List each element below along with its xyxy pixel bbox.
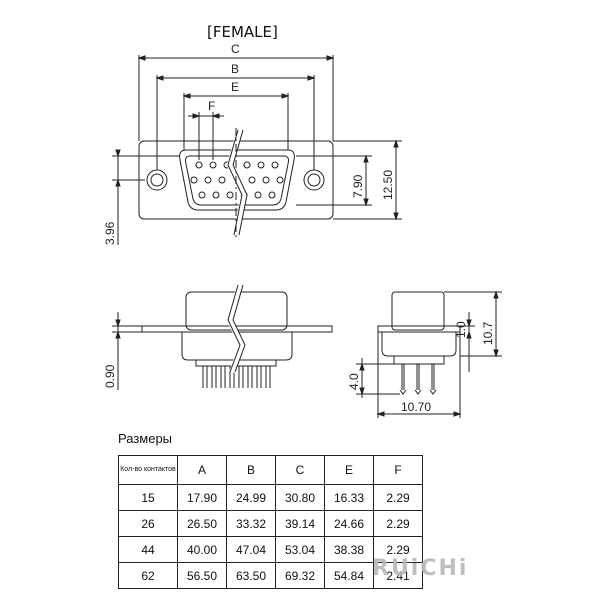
cell: 2.29	[373, 536, 423, 563]
cell: 38.38	[324, 536, 374, 563]
dim-B: B	[231, 62, 239, 76]
cell: 39.14	[275, 510, 325, 537]
break-line	[227, 129, 243, 236]
dim-C: C	[231, 42, 240, 56]
side-pins	[202, 366, 271, 388]
cell: 2.29	[373, 510, 423, 537]
dim-10: 1.0	[454, 321, 468, 338]
cell: 15	[118, 484, 178, 511]
dim-F: F	[208, 99, 215, 113]
cell: 54.84	[324, 562, 374, 589]
cell: 63.50	[226, 562, 276, 589]
front-height-dimensions: 7.90 12.50	[296, 139, 402, 221]
connector-drawing: [FEMALE] C	[103, 23, 502, 418]
mount-hole-right	[303, 169, 325, 191]
cell: 33.32	[226, 510, 276, 537]
cell: 16.33	[324, 484, 374, 511]
watermark-logo: RUiCHi	[372, 556, 469, 581]
end-pins	[399, 364, 437, 395]
cell: 2.41	[373, 562, 423, 589]
cell: 17.90	[177, 484, 227, 511]
cell: 30.80	[275, 484, 325, 511]
table-title: Размеры	[118, 431, 173, 446]
front-view	[138, 128, 334, 238]
end-view: 1.0 10.7 4.0 10.70	[347, 290, 502, 418]
cell: 69.32	[275, 562, 325, 589]
header-contacts: Кол-во контактов	[118, 455, 178, 485]
dim-396: 3.96	[103, 221, 117, 245]
header-E: E	[324, 455, 374, 485]
dim-396-group: 3.96	[103, 149, 180, 245]
dim-E: E	[231, 80, 239, 94]
header-C: C	[275, 455, 325, 485]
cell: 26.50	[177, 510, 227, 537]
dim-1250: 12.50	[381, 170, 395, 200]
cell: 62	[118, 562, 178, 589]
cell: 44	[118, 536, 178, 563]
cell: 24.66	[324, 510, 374, 537]
top-dimensions: C B E F	[137, 42, 335, 170]
drawing-title: [FEMALE]	[207, 23, 278, 41]
cell: 47.04	[226, 536, 276, 563]
table-row: 62 56.50 63.50 69.32 54.84 2.41	[118, 562, 423, 589]
dim-1070: 10.70	[401, 400, 431, 414]
dim-090: 0.90	[103, 364, 117, 388]
table-header-row: Кол-во контактов A B C E F	[118, 455, 423, 485]
dim-40: 4.0	[347, 373, 361, 390]
cell: 40.00	[177, 536, 227, 563]
header-B: B	[226, 455, 276, 485]
dim-107: 10.7	[481, 321, 495, 345]
table-row: 26 26.50 33.32 39.14 24.66 2.29	[118, 510, 423, 537]
header-F: F	[373, 455, 423, 485]
cell: 26	[118, 510, 178, 537]
header-A: A	[177, 455, 227, 485]
cell: 56.50	[177, 562, 227, 589]
cell: 53.04	[275, 536, 325, 563]
dim-790: 7.90	[351, 174, 365, 198]
side-view: 0.90	[103, 284, 333, 390]
mount-hole-left	[146, 169, 168, 191]
cell: 24.99	[226, 484, 276, 511]
table-row: 15 17.90 24.99 30.80 16.33 2.29	[118, 484, 423, 511]
dimensions-table: Кол-во контактов A B C E F 15 17.90 24.9…	[118, 455, 423, 589]
cell: 2.29	[373, 484, 423, 511]
